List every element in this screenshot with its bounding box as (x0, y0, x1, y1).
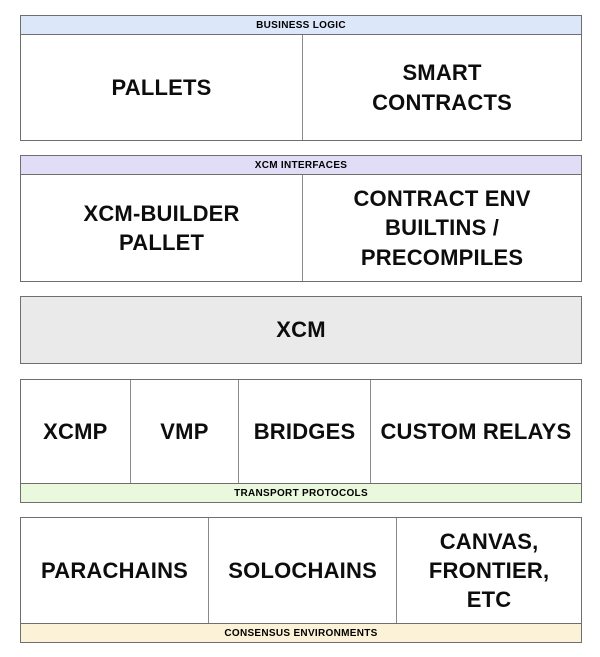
cell-smart-contracts: SMART CONTRACTS (302, 35, 581, 140)
cell-xcm-builder-pallet: XCM-BUILDER PALLET (83, 200, 240, 255)
business-logic-header-label: BUSINESS LOGIC (21, 16, 581, 35)
transport-protocols-row: XCMP VMP BRIDGES CUSTOM RELAYS (21, 380, 581, 483)
section-xcm: XCM (20, 296, 582, 364)
cell-solochains: SOLOCHAINS (208, 518, 396, 623)
cell-contract-env-builtins-precompiles: CONTRACT ENV BUILTINS / PRECOMPILES (302, 175, 581, 281)
cell-custom-relays: CUSTOM RELAYS (369, 380, 581, 483)
cell-parachains: PARACHAINS (40, 557, 189, 583)
xcm-architecture-diagram: BUSINESS LOGIC PALLETS SMART CONTRACTS X… (20, 15, 582, 657)
xcm-interfaces-row: XCM-BUILDER PALLET CONTRACT ENV BUILTINS… (21, 175, 581, 281)
consensus-environments-row: PARACHAINS SOLOCHAINS CANVAS, FRONTIER, … (21, 518, 581, 623)
cell-canvas-frontier-etc: CANVAS, FRONTIER, ETC (396, 518, 581, 623)
cell-bridges: BRIDGES (238, 380, 370, 483)
transport-protocols-footer-label: TRANSPORT PROTOCOLS (21, 483, 581, 502)
cell-pallets: PALLETS (111, 74, 212, 100)
section-consensus-environments: PARACHAINS SOLOCHAINS CANVAS, FRONTIER, … (20, 517, 582, 643)
section-xcm-interfaces: XCM INTERFACES XCM-BUILDER PALLET CONTRA… (20, 155, 582, 282)
xcm-interfaces-header-label: XCM INTERFACES (21, 156, 581, 175)
section-business-logic: BUSINESS LOGIC PALLETS SMART CONTRACTS (20, 15, 582, 141)
cell-xcmp: XCMP (43, 418, 108, 444)
section-transport-protocols: XCMP VMP BRIDGES CUSTOM RELAYS TRANSPORT… (20, 379, 582, 503)
consensus-environments-footer-label: CONSENSUS ENVIRONMENTS (21, 623, 581, 642)
cell-xcm: XCM (21, 297, 581, 363)
cell-vmp: VMP (129, 380, 239, 483)
business-logic-row: PALLETS SMART CONTRACTS (21, 35, 581, 140)
